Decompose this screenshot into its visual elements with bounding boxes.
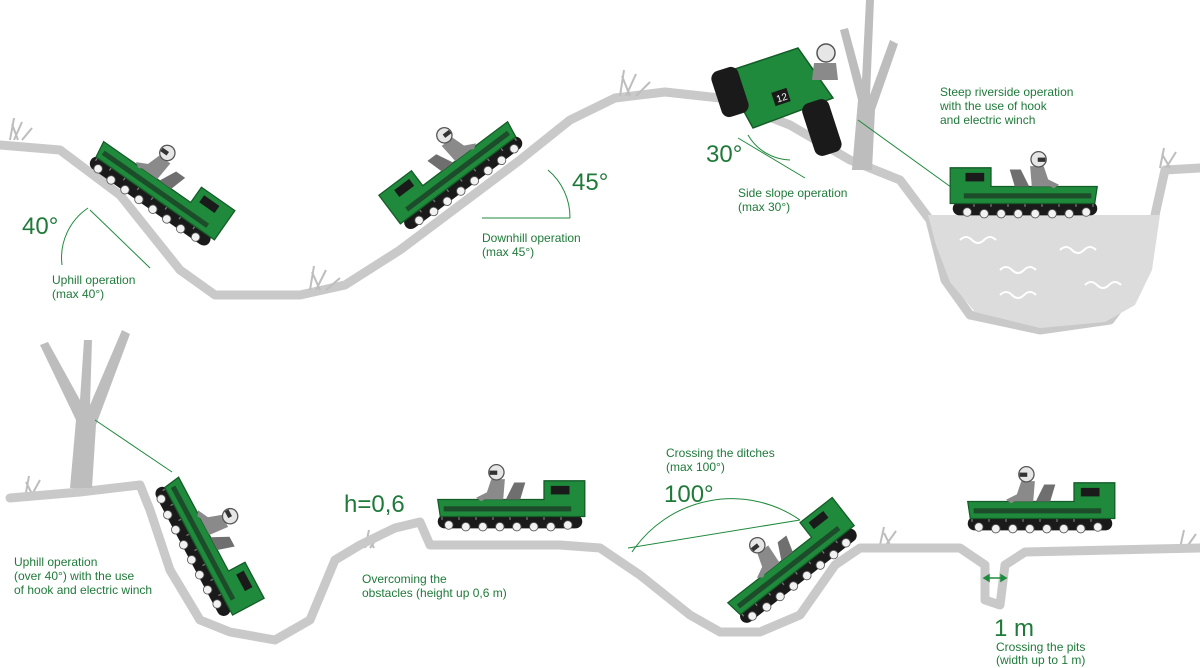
side-slope-title: Side slope operation xyxy=(738,186,848,200)
riverside-line2: with the use of hook xyxy=(940,99,1047,113)
downhill-angle: 45° xyxy=(572,169,609,196)
pits-line1: Crossing the pits xyxy=(996,640,1086,654)
pit-width: 1 m xyxy=(994,615,1035,642)
ditches-angle: 100° xyxy=(664,481,714,508)
grass-tufts xyxy=(9,69,1197,549)
uphill-winch-line2: (over 40°) with the use xyxy=(14,569,135,583)
bottom-tree xyxy=(40,330,130,488)
vehicle-obstacle xyxy=(437,464,586,532)
obstacle-height: h=0,6 xyxy=(344,491,405,518)
uphill-winch-line3: of hook and electric winch xyxy=(14,583,153,597)
ditches-line2: (max 100°) xyxy=(666,460,725,474)
uphill-winch-line1: Uphill operation xyxy=(14,555,98,569)
water-waves xyxy=(959,236,1122,299)
river-water xyxy=(928,215,1160,328)
vehicle-badge: 12 xyxy=(775,91,789,105)
obstacles-line1: Overcoming the xyxy=(362,572,447,586)
angle-guides xyxy=(61,134,806,553)
side-slope-limit: (max 30°) xyxy=(738,200,791,214)
ditches-line1: Crossing the ditches xyxy=(666,446,775,460)
side-slope-angle: 30° xyxy=(706,141,743,168)
bottom-ground xyxy=(5,480,1200,645)
obstacles-line2: obstacles (height up 0,6 m) xyxy=(362,586,507,600)
uphill-winch-cable xyxy=(94,419,173,473)
riverside-winch-cable xyxy=(857,119,956,191)
riverside-line3: and electric winch xyxy=(940,113,1036,127)
vehicle-riverside xyxy=(949,151,1098,219)
vehicle-pit xyxy=(967,466,1116,534)
uphill-limit: (max 40°) xyxy=(52,287,105,301)
vehicle-uphill-winch xyxy=(150,460,280,623)
uphill-title: Uphill operation xyxy=(52,273,136,287)
pits-line2: (width up to 1 m) xyxy=(996,653,1086,667)
downhill-title: Downhill operation xyxy=(482,231,581,245)
vehicle-ditch xyxy=(705,484,864,629)
top-tree xyxy=(840,0,898,170)
riverside-line1: Steep riverside operation xyxy=(940,85,1074,99)
uphill-angle: 40° xyxy=(22,213,59,240)
pit-width-arrow xyxy=(982,573,1008,583)
vehicle-side-slope: 12 xyxy=(711,43,842,156)
vehicle-uphill xyxy=(85,112,245,253)
downhill-limit: (max 45°) xyxy=(482,245,535,259)
